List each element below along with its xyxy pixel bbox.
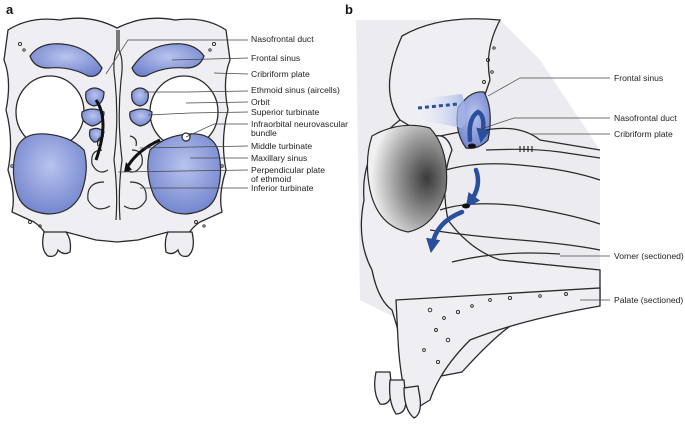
arrow-inferior-drain bbox=[426, 209, 465, 254]
label-middle-turbinate: Middle turbinate bbox=[251, 141, 312, 151]
label-perpendicular-plate-1: Perpendicular plate bbox=[251, 165, 325, 175]
nasofrontal-duct-haze bbox=[408, 94, 466, 128]
turbinates-sagittal bbox=[429, 163, 601, 263]
label-inferior-turbinate: Inferior turbinate bbox=[251, 183, 314, 193]
teeth bbox=[42, 231, 194, 258]
drainage-arrow-left bbox=[94, 99, 105, 161]
panel-a: a bbox=[3, 2, 348, 258]
leaders-b bbox=[477, 77, 610, 301]
leaders-a bbox=[105, 39, 249, 189]
label-infraorbital-bundle-1: Infraorbital neurovascular bbox=[251, 119, 348, 129]
panel-a-letter: a bbox=[6, 2, 14, 17]
cribriform-plate bbox=[485, 127, 601, 151]
maxillary-sinus-left bbox=[12, 133, 87, 215]
panel-b-letter: b bbox=[345, 2, 353, 17]
cribriform-perforations bbox=[519, 146, 533, 152]
drainage-arrow-right bbox=[126, 138, 161, 167]
arrow-middle-meatus bbox=[465, 167, 481, 208]
label-infraorbital-bundle-2: bundle bbox=[251, 128, 277, 138]
label-b-nasofrontal-duct: Nasofrontal duct bbox=[614, 113, 677, 123]
label-perpendicular-plate-2: of ethmoid bbox=[251, 174, 291, 184]
orbit-shadow bbox=[366, 124, 448, 233]
frontal-sinus-right bbox=[131, 43, 205, 77]
ethmoid-aircells bbox=[81, 87, 153, 143]
bone-pores-b bbox=[422, 46, 568, 365]
label-nasofrontal-duct: Nasofrontal duct bbox=[251, 34, 314, 44]
label-maxillary-sinus: Maxillary sinus bbox=[251, 153, 307, 163]
label-superior-turbinate: Superior turbinate bbox=[251, 107, 320, 117]
label-b-vomer: Vomer (sectioned) bbox=[614, 251, 684, 261]
label-b-frontal-sinus: Frontal sinus bbox=[614, 73, 663, 83]
duct-arrow bbox=[467, 109, 491, 144]
duct-ostium bbox=[468, 143, 476, 149]
label-cribriform-plate: Cribriform plate bbox=[251, 69, 310, 79]
label-b-cribriform-plate: Cribriform plate bbox=[614, 129, 673, 139]
maxillary-sinus-right bbox=[147, 133, 222, 215]
label-orbit: Orbit bbox=[251, 97, 270, 107]
perpendicular-plate bbox=[113, 30, 118, 221]
teeth-sagittal bbox=[374, 371, 422, 419]
meatus-ostium bbox=[462, 203, 470, 209]
bone-pores-a bbox=[10, 41, 224, 228]
frontal-sinus-left bbox=[29, 43, 103, 77]
panel-b: b bbox=[345, 2, 684, 419]
label-frontal-sinus: Frontal sinus bbox=[251, 53, 300, 63]
label-ethmoid-sinus: Ethmoid sinus (aircells) bbox=[251, 85, 340, 95]
label-b-palate: Palate (sectioned) bbox=[614, 295, 683, 305]
palate-sectioned bbox=[395, 287, 601, 413]
